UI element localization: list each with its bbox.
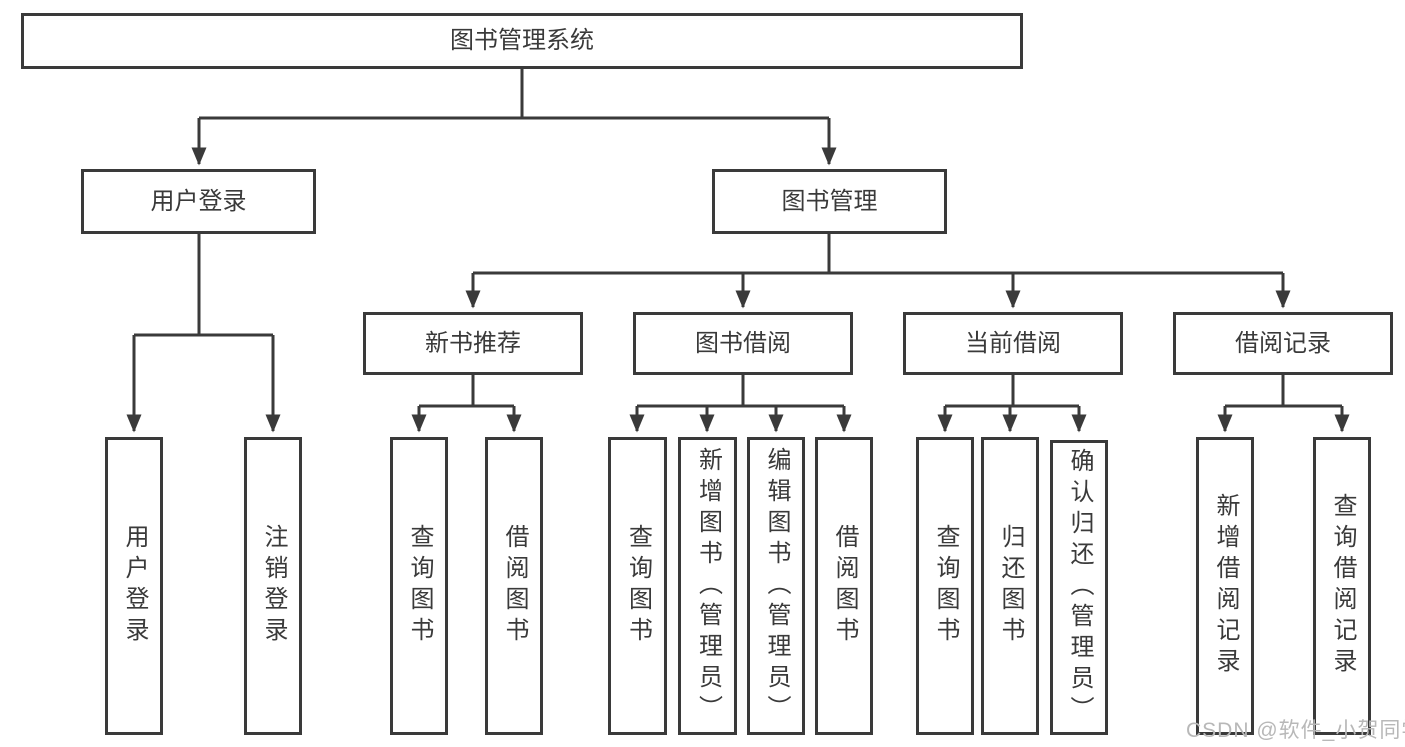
node-user-login: 用户登录	[81, 169, 316, 234]
leaf-logout-login: 注销登录	[244, 437, 302, 735]
leaf-user-login: 用户登录	[105, 437, 163, 735]
leaf-borrow-query-book: 查询图书	[608, 437, 667, 735]
leaf-borrow-borrow-book: 借阅图书	[815, 437, 873, 735]
leaf-borrow-edit-book-admin: 编辑图书（管理员）	[747, 437, 805, 735]
node-borrow-record: 借阅记录	[1173, 312, 1393, 375]
connector-lines	[126, 69, 1350, 433]
leaf-recommend-borrow-book: 借阅图书	[485, 437, 543, 735]
node-book-management: 图书管理	[712, 169, 947, 234]
leaf-current-return-book: 归还图书	[981, 437, 1039, 735]
leaf-current-confirm-return-admin: 确认归还（管理员）	[1050, 440, 1108, 735]
node-current-borrow: 当前借阅	[903, 312, 1123, 375]
csdn-watermark: CSDN @软件_小贺同学	[1186, 719, 1405, 742]
leaf-borrow-add-book-admin: 新增图书（管理员）	[678, 437, 737, 735]
leaf-record-query-borrow-record: 查询借阅记录	[1313, 437, 1371, 735]
node-book-borrow: 图书借阅	[633, 312, 853, 375]
leaf-recommend-query-book: 查询图书	[390, 437, 448, 735]
leaf-record-add-borrow-record: 新增借阅记录	[1196, 437, 1254, 735]
node-new-book-recommend: 新书推荐	[363, 312, 583, 375]
leaf-current-query-book: 查询图书	[916, 437, 974, 735]
node-root: 图书管理系统	[21, 13, 1023, 69]
